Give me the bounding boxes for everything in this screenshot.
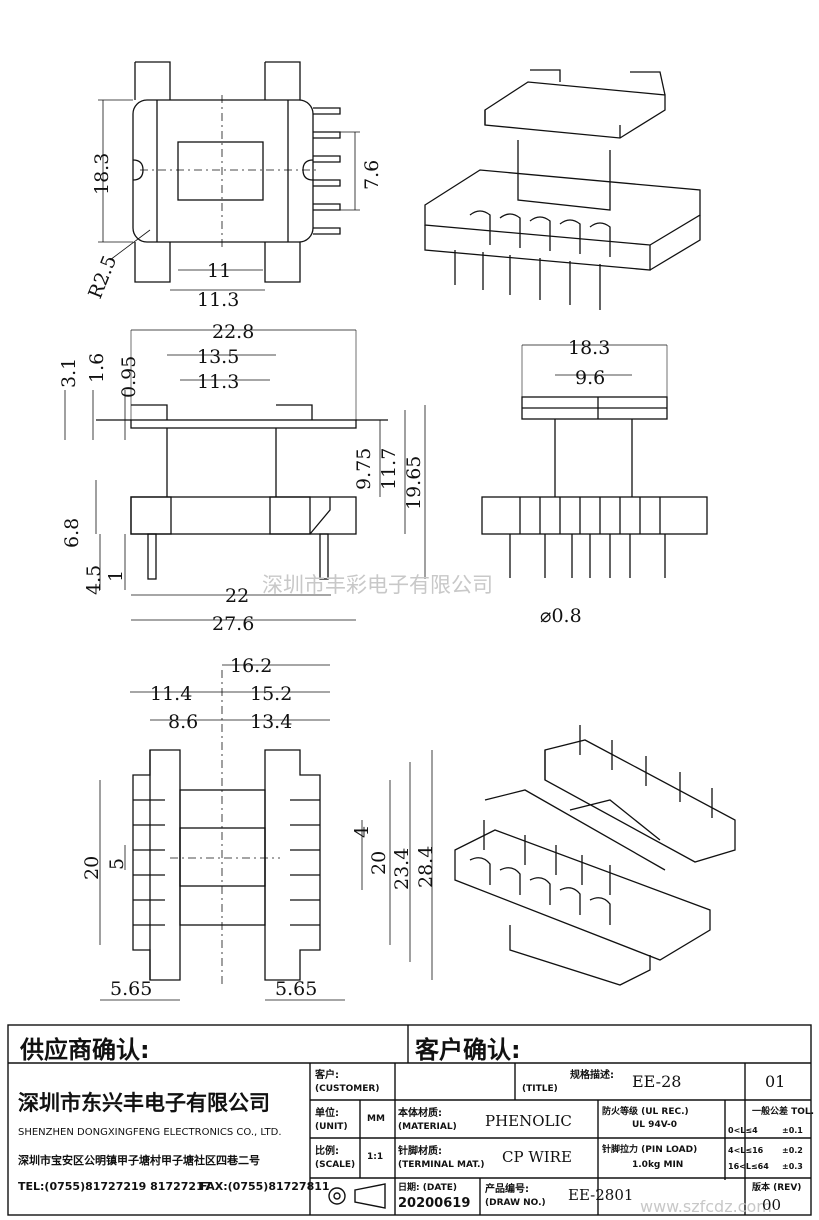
drawno-label-cn: 产品编号: — [485, 1184, 529, 1195]
bottom-dim-5: 13.4 — [250, 711, 292, 733]
side-dim-2: 9.6 — [575, 367, 605, 389]
company-address: 深圳市宝安区公明镇甲子塘村甲子塘社区四巷二号 — [18, 1154, 260, 1167]
front-dim-4: 3.1 — [58, 358, 80, 388]
rev-label: 版本 (REV) — [752, 1183, 802, 1193]
company-name-en: SHENZHEN DONGXINGFENG ELECTRONICS CO., L… — [18, 1127, 282, 1138]
bottom-dim-11: 28.4 — [415, 846, 437, 888]
front-dim-2: 13.5 — [197, 346, 239, 368]
top-view — [98, 61, 360, 291]
pin-load-value: 1.0kg MIN — [632, 1160, 684, 1170]
title-block-frame — [7, 1024, 812, 1216]
bottom-dim-7: 5 — [106, 858, 128, 870]
top-dim-outer: 11.3 — [197, 289, 239, 311]
front-dim-13: 22 — [225, 585, 249, 607]
front-dim-10: 6.8 — [61, 518, 83, 548]
terminal-value: CP WIRE — [502, 1148, 572, 1166]
unit-value: MM — [367, 1114, 385, 1124]
front-dim-7: 9.75 — [353, 448, 375, 490]
front-dim-14: 27.6 — [212, 613, 254, 635]
bottom-dim-3: 15.2 — [250, 683, 292, 705]
top-dim-slot: 7.6 — [361, 160, 383, 190]
bottom-dim-12: 5.65 — [110, 978, 152, 1000]
date-value: 20200619 — [398, 1196, 471, 1211]
bottom-dim-2: 11.4 — [150, 683, 192, 705]
front-dim-3: 11.3 — [197, 371, 239, 393]
tol-value-1: ±0.1 — [782, 1126, 803, 1135]
unit-label-cn: 单位: — [315, 1108, 339, 1119]
tol-range-3: 16<L≤64 — [728, 1162, 769, 1171]
front-dim-1: 22.8 — [212, 321, 254, 343]
supplier-confirm-label: 供应商确认: — [20, 1036, 150, 1064]
side-dim-3: ⌀0.8 — [540, 605, 582, 627]
front-dim-6: 0.95 — [118, 356, 140, 398]
rev-value: 00 — [762, 1196, 782, 1214]
front-dim-12: 1 — [105, 570, 127, 582]
company-fax: FAX:(0755)81727811 — [200, 1180, 330, 1193]
top-dim-height: 18.3 — [91, 153, 113, 195]
material-value: PHENOLIC — [485, 1112, 572, 1130]
sheet-number: 01 — [765, 1072, 786, 1091]
material-label-en: (MATERIAL) — [398, 1122, 457, 1132]
watermark-url: www.szfcdz.com — [640, 1197, 772, 1216]
company-tel: TEL:(0755)81727219 81727217 — [18, 1180, 212, 1193]
side-dim-1: 18.3 — [568, 337, 610, 359]
tolerance-label: 一般公差 TOL. — [752, 1107, 815, 1117]
bottom-dim-8: 4 — [351, 826, 373, 838]
iso-view-bottom — [454, 725, 736, 986]
company-name: 深圳市东兴丰电子有限公司 — [18, 1091, 270, 1115]
tol-value-2: ±0.2 — [782, 1146, 803, 1155]
material-label-cn: 本体材质: — [398, 1108, 442, 1119]
title-label-cn: 规格描述: — [570, 1070, 614, 1081]
tol-value-3: ±0.3 — [782, 1162, 803, 1171]
scale-value: 1:1 — [367, 1152, 384, 1162]
terminal-label-en: (TERMINAL MAT.) — [398, 1160, 485, 1170]
customer-label-en: (CUSTOMER) — [315, 1084, 380, 1094]
drawno-label-en: (DRAW NO.) — [485, 1198, 546, 1208]
drawno-value: EE-2801 — [568, 1186, 634, 1204]
title-label-en: (TITLE) — [522, 1084, 558, 1094]
bottom-dim-4: 8.6 — [168, 711, 198, 733]
tol-range-1: 0<L≤4 — [728, 1126, 758, 1135]
bottom-view — [99, 664, 433, 1001]
side-view — [481, 344, 708, 578]
bottom-dim-10: 23.4 — [391, 848, 413, 890]
flame-value: UL 94V-0 — [632, 1120, 678, 1130]
front-dim-8: 11.7 — [378, 448, 400, 490]
watermark: 深圳市丰彩电子有限公司 — [262, 573, 493, 597]
bottom-dim-13: 5.65 — [275, 978, 317, 1000]
date-label: 日期: (DATE) — [398, 1183, 457, 1193]
front-view — [64, 329, 426, 621]
pin-load-label: 针脚拉力 (PIN LOAD) — [602, 1145, 698, 1155]
top-dim-radius: R2.5 — [84, 252, 121, 302]
bottom-dim-9: 20 — [368, 851, 390, 875]
iso-view-top — [424, 69, 701, 310]
title-value: EE-28 — [632, 1072, 682, 1091]
top-dim-inner: 11 — [207, 260, 231, 282]
scale-label-en: (SCALE) — [315, 1160, 356, 1170]
customer-label-cn: 客户: — [315, 1070, 339, 1081]
front-dim-11: 4.5 — [83, 565, 105, 595]
front-dim-9: 19.65 — [403, 456, 425, 510]
tol-range-2: 4<L≤16 — [728, 1146, 764, 1155]
scale-label-cn: 比例: — [315, 1146, 339, 1157]
unit-label-en: (UNIT) — [315, 1122, 348, 1132]
bottom-dim-6: 20 — [81, 856, 103, 880]
terminal-label-cn: 针脚材质: — [398, 1146, 442, 1157]
bottom-dim-1: 16.2 — [230, 655, 272, 677]
flame-label: 防火等级 (UL REC.) — [602, 1107, 689, 1117]
front-dim-5: 1.6 — [86, 353, 108, 383]
customer-confirm-label: 客户确认: — [415, 1036, 521, 1064]
